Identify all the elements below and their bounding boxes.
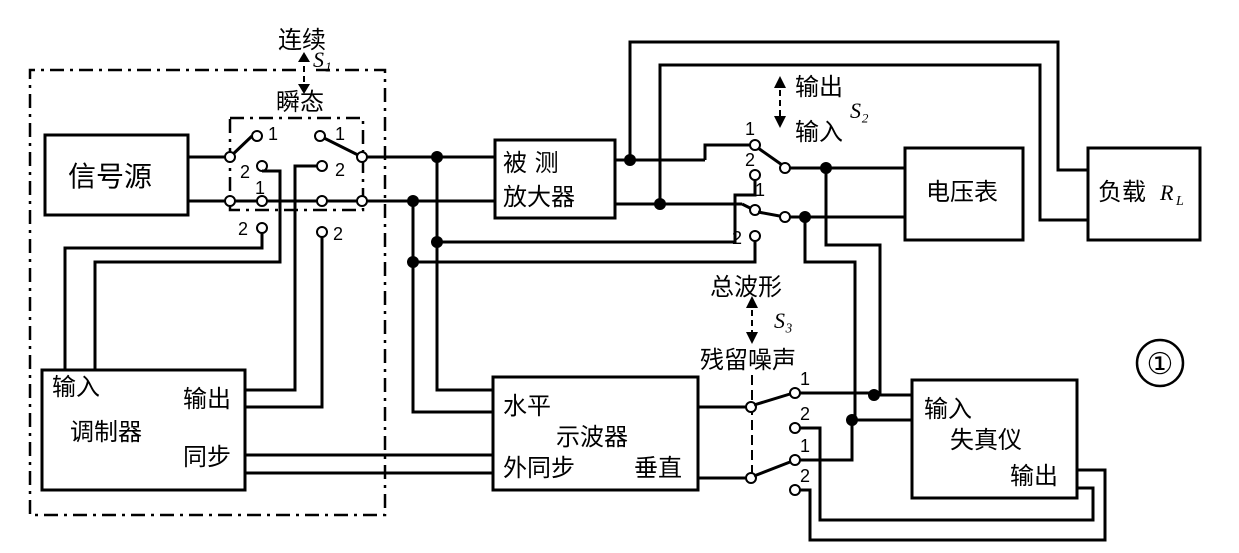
load-symbol: R xyxy=(1159,180,1174,205)
load-subscript: L xyxy=(1175,194,1184,209)
svg-text:1: 1 xyxy=(755,180,765,200)
svg-text:2: 2 xyxy=(800,404,810,424)
svg-text:1: 1 xyxy=(800,369,810,389)
amplifier-line2: 放大器 xyxy=(503,183,575,211)
s2-output-label: 输出 xyxy=(795,73,843,101)
load-block: 负载 R L xyxy=(1086,146,1202,242)
svg-text:2: 2 xyxy=(240,162,250,182)
svg-text:2: 2 xyxy=(238,219,248,239)
oscilloscope-horizontal-label: 水平 xyxy=(503,392,551,420)
oscilloscope-block: 水平 示波器 外同步 垂直 xyxy=(491,375,700,492)
amplifier-line1: 被 测 xyxy=(503,149,559,177)
s1-transient-label: 瞬态 xyxy=(276,88,324,116)
s3-residual-noise-label: 残留噪声 xyxy=(700,346,796,374)
svg-text:2: 2 xyxy=(800,466,810,486)
s1-toggle-indicator: 连续 S₁ 瞬态 xyxy=(276,26,332,116)
svg-text:1: 1 xyxy=(800,436,810,456)
signal-source-label: 信号源 xyxy=(68,160,152,193)
svg-text:2: 2 xyxy=(732,228,742,248)
svg-text:1: 1 xyxy=(255,178,265,198)
oscilloscope-name: 示波器 xyxy=(556,423,628,451)
amplifier-block: 被 测 放大器 xyxy=(493,138,617,220)
s3-name: S₃ xyxy=(774,308,793,333)
distortion-meter-block: 输入 失真仪 输出 xyxy=(910,378,1079,500)
s3-switch: 总波形 S₃ 残留噪声 1 2 1 2 xyxy=(698,273,810,496)
voltmeter-label: 电压表 xyxy=(926,178,998,206)
s2-input-label: 输入 xyxy=(795,118,843,146)
modulator-sync-label: 同步 xyxy=(183,443,231,471)
s1-switch: 1 2 1 2 1 2 2 xyxy=(188,124,368,244)
modulator-name: 调制器 xyxy=(70,418,142,446)
svg-text:2: 2 xyxy=(333,224,343,244)
figure-number: ① xyxy=(1135,338,1185,388)
oscilloscope-ext-sync-label: 外同步 xyxy=(503,454,575,482)
s1-name: S₁ xyxy=(313,47,332,72)
svg-text:2: 2 xyxy=(335,160,345,180)
svg-text:1: 1 xyxy=(335,124,345,144)
s2-switch: 输出 S₂ 输入 1 2 1 2 xyxy=(703,73,869,248)
s2-name: S₂ xyxy=(850,98,869,123)
svg-text:1: 1 xyxy=(745,119,755,139)
s1-continuous-label: 连续 xyxy=(278,26,326,54)
voltmeter-block: 电压表 xyxy=(903,146,1025,242)
s3-total-waveform-label: 总波形 xyxy=(710,273,782,301)
distortion-meter-name: 失真仪 xyxy=(950,426,1022,454)
svg-text:2: 2 xyxy=(745,150,755,170)
modulator-input-label: 输入 xyxy=(52,373,100,401)
distortion-meter-input-label: 输入 xyxy=(924,395,972,423)
load-label: 负载 xyxy=(1098,178,1146,206)
modulator-block: 输入 调制器 输出 同步 xyxy=(40,368,247,492)
signal-source-block: 信号源 xyxy=(43,133,190,217)
modulator-output-label: 输出 xyxy=(183,385,231,413)
oscilloscope-vertical-label: 垂直 xyxy=(634,454,682,482)
distortion-meter-output-label: 输出 xyxy=(1010,462,1058,490)
svg-text:①: ① xyxy=(1147,347,1174,382)
svg-text:1: 1 xyxy=(268,124,278,144)
